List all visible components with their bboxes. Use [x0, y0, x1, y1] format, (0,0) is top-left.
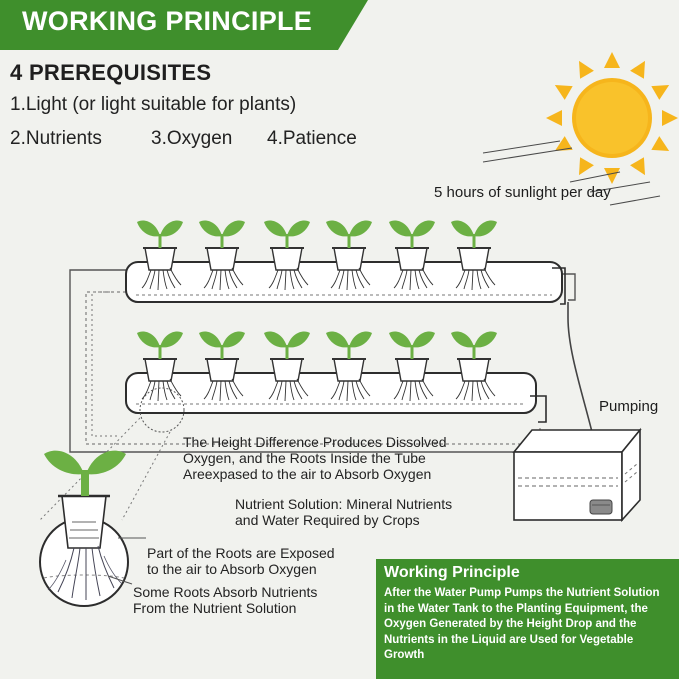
sun-icon — [546, 52, 678, 184]
working-principle-title: Working Principle — [384, 564, 520, 581]
zoom-indicator — [139, 387, 185, 433]
prerequisite-patience: 4.Patience — [267, 128, 357, 149]
prerequisite-oxygen: 3.Oxygen — [151, 128, 233, 149]
sunlight-lines-icon — [482, 140, 661, 206]
roots-absorb-note: Some Roots Absorb Nutrients From the Nut… — [133, 584, 318, 616]
working-principle-body: After the Water Pump Pumps the Nutrient … — [384, 587, 660, 661]
pumping-label: Pumping — [599, 398, 659, 415]
working-principle-box: Working Principle After the Water Pump P… — [376, 559, 679, 679]
roots-exposed-note: Part of the Roots are Exposed to the air… — [147, 545, 335, 577]
frame-pipe — [69, 269, 513, 453]
bottom-growing-tube — [125, 372, 547, 448]
water-tank — [512, 427, 642, 523]
height-difference-note: The Height Difference Produces Dissolved… — [183, 434, 447, 482]
banner-title: WORKING PRINCIPLE — [22, 6, 313, 36]
nutrient-solution-note: Nutrient Solution: Mineral Nutrients and… — [235, 496, 453, 528]
sunlight-label: 5 hours of sunlight per day — [434, 184, 611, 201]
prerequisite-nutrients: 2.Nutrients — [10, 128, 102, 149]
title-banner — [0, 0, 368, 50]
prerequisites-heading: 4 PREREQUISITES — [10, 60, 212, 85]
prerequisite-light: 1.Light (or light suitable for plants) — [10, 94, 297, 115]
root-detail-view — [39, 450, 129, 607]
water-pump-icon — [589, 499, 613, 515]
